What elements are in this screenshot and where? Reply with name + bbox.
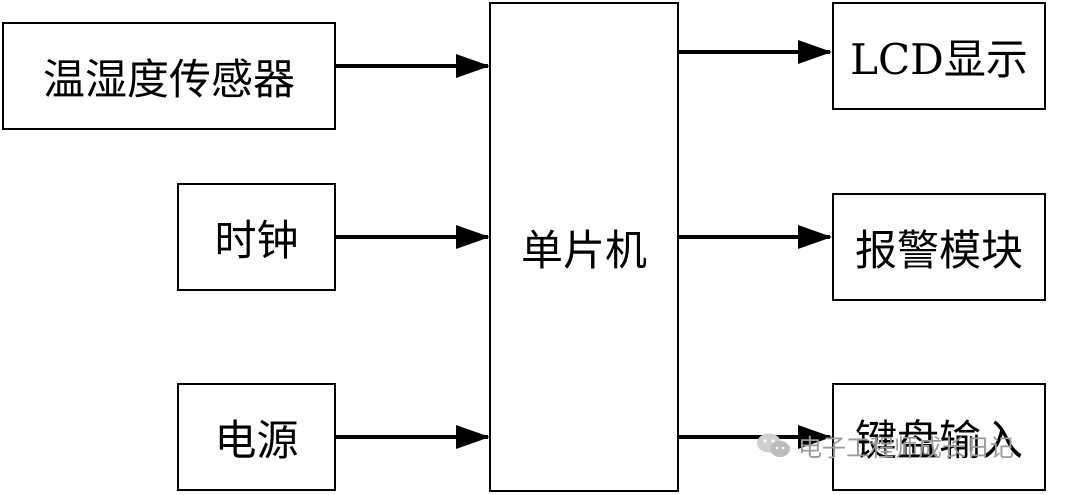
arrowhead-mcu-to-alarm [798, 225, 832, 249]
clock-box: 时钟 [177, 183, 336, 291]
lcd-box: LCD显示 [832, 2, 1046, 110]
keyboard-label: 键盘输入 [854, 415, 1023, 465]
sensor-box: 温湿度传感器 [2, 22, 336, 130]
arrowhead-clock-to-mcu [456, 225, 490, 249]
power-box: 电源 [177, 383, 336, 491]
wechat-icon [757, 433, 790, 457]
keyboard-box: 键盘输入 [832, 383, 1046, 491]
arrowhead-mcu-to-keyboard [798, 425, 832, 449]
arrowhead-power-to-mcu [456, 425, 490, 449]
arrowhead-mcu-to-lcd [798, 40, 832, 64]
alarm-box: 报警模块 [832, 193, 1046, 301]
mcu-box: 单片机 [489, 2, 679, 492]
power-label: 电源 [214, 415, 299, 465]
watermark: 电子工程师成长日记 [756, 428, 1014, 463]
lcd-label: LCD显示 [850, 34, 1028, 84]
watermark-text: 电子工程师成长日记 [798, 434, 1014, 462]
clock-label: 时钟 [214, 215, 299, 265]
mcu-label: 单片机 [520, 225, 647, 275]
alarm-label: 报警模块 [854, 225, 1023, 275]
arrowhead-sensor-to-mcu [456, 54, 490, 78]
sensor-label: 温湿度传感器 [42, 54, 295, 104]
